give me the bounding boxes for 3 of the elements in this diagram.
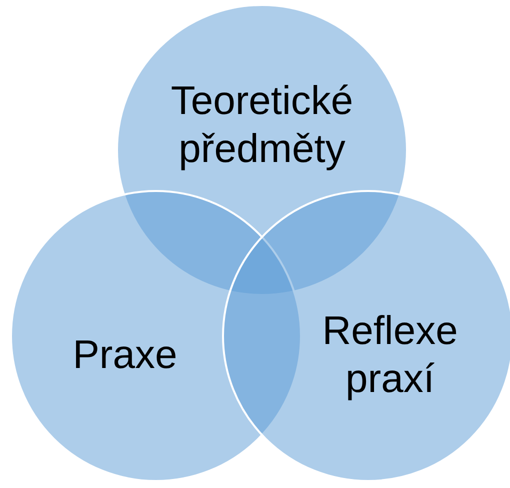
circle-label: Praxe — [72, 332, 178, 379]
circle-label: Teoretické předměty — [170, 78, 354, 173]
circle-label: Reflexe praxí — [321, 308, 459, 403]
